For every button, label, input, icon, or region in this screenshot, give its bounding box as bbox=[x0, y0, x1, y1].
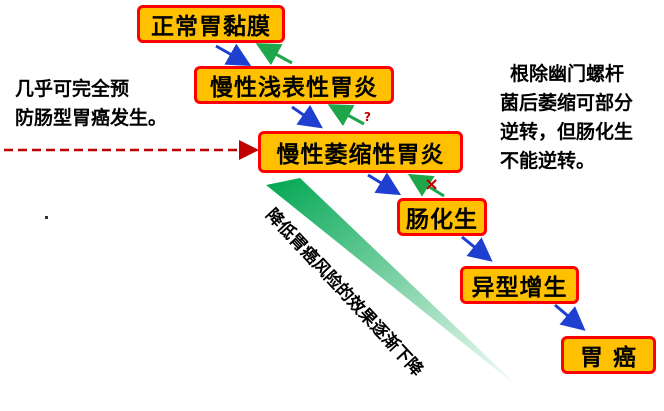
progress-arrow-5 bbox=[554, 303, 586, 331]
right-note-line-1: 根除幽门螺杆 bbox=[510, 63, 625, 85]
stage-normal-mucosa: 正常胃黏膜 bbox=[137, 5, 285, 43]
risk-reduction-wedge bbox=[266, 178, 524, 392]
no-reversal-cross-mark: × bbox=[424, 174, 440, 195]
right-note-line-2: 菌后萎缩可部分 bbox=[500, 92, 634, 114]
progress-arrow-2 bbox=[291, 104, 323, 129]
right-note: 根除幽门螺杆 菌后萎缩可部分 逆转，但肠化生 不能逆转。 bbox=[500, 60, 633, 176]
reverse-arrow-1 bbox=[255, 43, 293, 66]
progress-arrow-3 bbox=[367, 172, 402, 196]
left-note: 几乎可完全预 防肠型胃癌发生。 bbox=[15, 75, 167, 133]
stage-chronic-atrophic-gastritis: 慢性萎缩性胃炎 bbox=[258, 131, 463, 173]
right-note-line-3: 逆转，但肠化生 bbox=[500, 121, 634, 143]
right-note-line-4: 不能逆转。 bbox=[500, 150, 596, 172]
left-note-line-2: 防肠型胃癌发生。 bbox=[15, 107, 168, 129]
reverse-arrow-3 bbox=[407, 173, 445, 198]
left-note-line-1: 几乎可完全预 bbox=[15, 78, 130, 100]
reverse-arrow-2 bbox=[327, 104, 365, 127]
uncertain-reversal-mark: ? bbox=[364, 110, 371, 124]
stage-intestinal-metaplasia: 肠化生 bbox=[397, 198, 487, 236]
progress-arrow-4 bbox=[461, 235, 493, 262]
stage-gastric-cancer: 胃 癌 bbox=[561, 336, 656, 374]
stray-dot bbox=[45, 216, 48, 219]
stage-chronic-superficial-gastritis: 慢性浅表性胃炎 bbox=[194, 66, 394, 104]
progress-arrow-1 bbox=[215, 43, 252, 66]
stage-dysplasia: 异型增生 bbox=[460, 266, 579, 304]
